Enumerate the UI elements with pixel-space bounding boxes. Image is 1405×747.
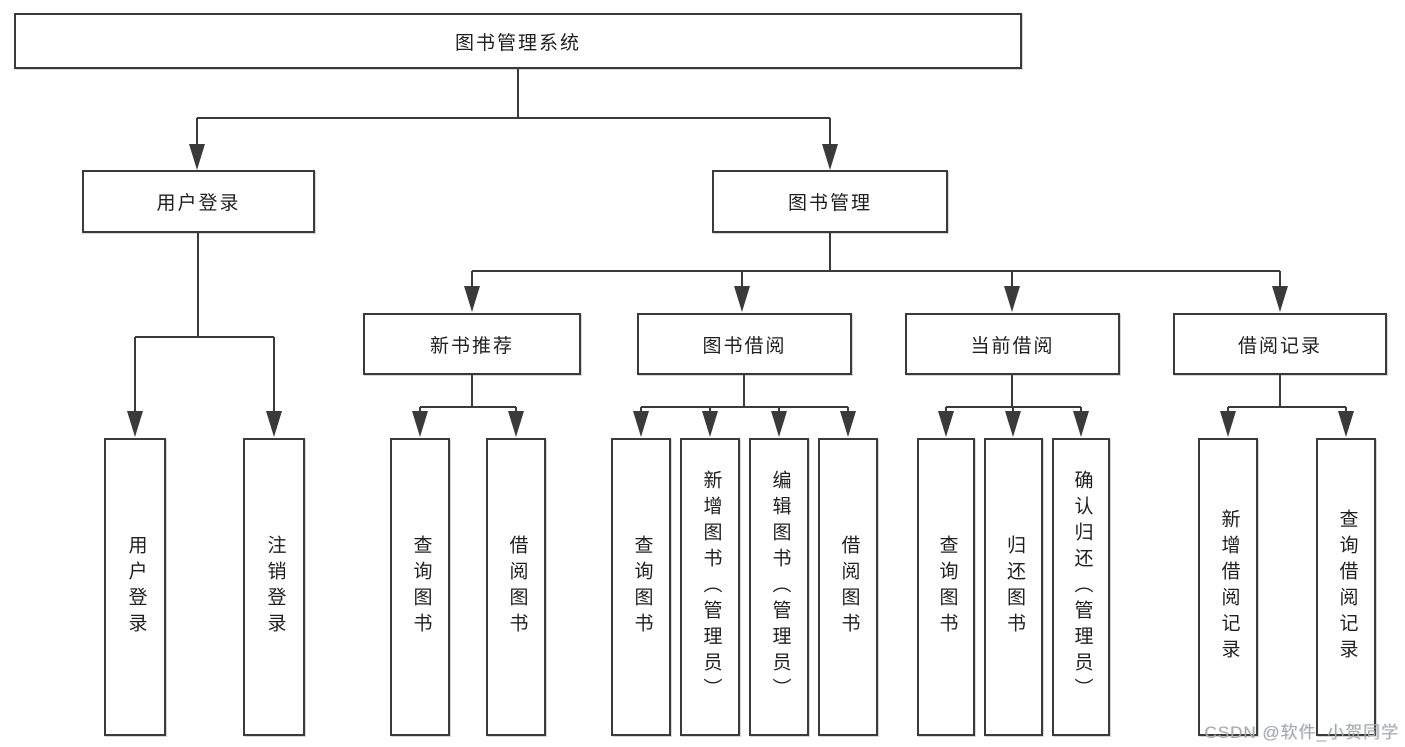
- node-label: 图书管理: [787, 193, 872, 214]
- leaf-confirm-return-admin: 确认归还（管理员）: [1052, 438, 1110, 736]
- leaf-edit-books-admin: 编辑图书（管理员）: [749, 438, 809, 736]
- leaf-label: 用户登录: [125, 535, 147, 639]
- csdn-watermark: CSDN @软件_小贺同学: [1204, 723, 1399, 742]
- connector-mgmt-to-level2: [471, 233, 1281, 289]
- arrowhead: [1272, 286, 1288, 312]
- arrowhead: [412, 411, 428, 437]
- leaf-borrow-books: 借阅图书: [818, 438, 878, 736]
- leaf-label: 查询图书: [936, 535, 958, 639]
- node-label: 用户登录: [156, 193, 241, 214]
- arrowhead: [938, 411, 954, 437]
- leaf-add-borrow-record: 新增借阅记录: [1198, 438, 1258, 736]
- arrowhead: [508, 411, 524, 437]
- leaf-label: 新增图书（管理员）: [700, 470, 722, 704]
- leaf-label: 查询图书: [410, 535, 432, 639]
- leaf-query-borrow-record: 查询借阅记录: [1316, 438, 1376, 736]
- leaf-add-books-admin: 新增图书（管理员）: [680, 438, 740, 736]
- arrowheads: [127, 144, 1354, 437]
- connector-current-to-leaves: [945, 375, 1082, 415]
- leaf-label: 借阅图书: [506, 535, 528, 639]
- arrowhead: [822, 144, 838, 170]
- arrowhead: [771, 411, 787, 437]
- connector-borrow-to-leaves: [640, 375, 849, 415]
- node-book-mgmt: 图书管理: [712, 170, 948, 233]
- leaf-return-books: 归还图书: [984, 438, 1043, 736]
- leaf-label: 注销登录: [264, 535, 286, 639]
- leaf-label: 查询图书: [631, 535, 653, 639]
- arrowhead: [633, 411, 649, 437]
- arrowhead: [1338, 411, 1354, 437]
- node-borrow-record: 借阅记录: [1173, 313, 1387, 375]
- arrowhead: [1220, 411, 1236, 437]
- leaf-query-books-recommend: 查询图书: [390, 438, 450, 736]
- arrowhead: [127, 411, 143, 437]
- connector-root-to-level1: [196, 69, 831, 146]
- node-current-borrow: 当前借阅: [905, 313, 1120, 375]
- leaf-query-books-current: 查询图书: [917, 438, 975, 736]
- leaf-label: 归还图书: [1003, 535, 1025, 639]
- node-label: 图书管理系统: [454, 32, 581, 54]
- leaf-query-books-borrow: 查询图书: [611, 438, 671, 736]
- leaf-borrow-books-recommend: 借阅图书: [486, 438, 546, 736]
- leaf-logout: 注销登录: [243, 438, 305, 736]
- leaf-label: 确认归还（管理员）: [1071, 470, 1093, 704]
- node-book-borrow: 图书借阅: [637, 313, 852, 375]
- arrowhead: [1073, 411, 1089, 437]
- leaf-label: 借阅图书: [838, 535, 860, 639]
- arrowhead: [1005, 411, 1021, 437]
- node-label: 新书推荐: [429, 335, 514, 357]
- node-label: 图书借阅: [702, 335, 787, 357]
- connector-login-to-leaves: [134, 233, 275, 414]
- node-root-system: 图书管理系统: [14, 13, 1022, 69]
- node-user-login: 用户登录: [82, 170, 315, 233]
- node-label: 当前借阅: [970, 335, 1055, 357]
- leaf-label: 查询借阅记录: [1336, 509, 1358, 665]
- connector-recommend-to-leaves: [419, 375, 517, 415]
- arrowhead: [1004, 286, 1020, 312]
- leaf-label: 编辑图书（管理员）: [769, 470, 791, 704]
- arrowhead: [702, 411, 718, 437]
- arrowhead: [840, 411, 856, 437]
- arrowhead: [734, 286, 750, 312]
- arrowhead: [464, 286, 480, 312]
- arrowhead: [189, 144, 205, 170]
- arrowhead: [266, 411, 282, 437]
- connector-record-to-leaves: [1227, 375, 1347, 415]
- node-new-book-recommend: 新书推荐: [363, 313, 581, 375]
- node-label: 借阅记录: [1237, 335, 1322, 357]
- leaf-user-login: 用户登录: [104, 438, 166, 736]
- leaf-label: 新增借阅记录: [1218, 509, 1240, 665]
